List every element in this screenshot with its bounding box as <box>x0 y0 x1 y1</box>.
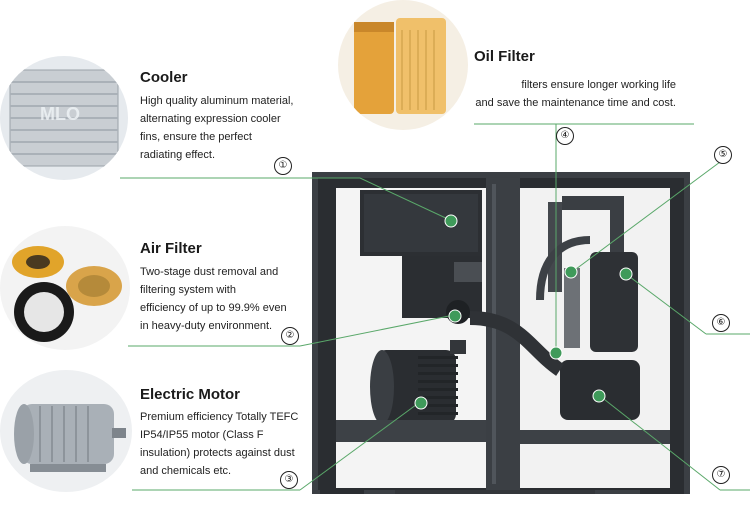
dot-4 <box>549 346 563 360</box>
electric-motor-title: Electric Motor <box>140 386 241 403</box>
dot-2 <box>448 309 462 323</box>
separator-tank <box>590 252 638 352</box>
oil-filter-image <box>338 0 468 130</box>
marker-2: ② <box>281 327 299 345</box>
marker-3: ③ <box>280 471 298 489</box>
motor-image <box>0 370 132 492</box>
cooler-title: Cooler <box>140 69 188 86</box>
cooler-image: MLO <box>0 56 128 180</box>
marker-6: ⑥ <box>712 314 730 332</box>
oil-filter-description: filters ensure longer working life and s… <box>475 79 676 109</box>
dot-3 <box>414 396 428 410</box>
marker-7: ⑦ <box>712 466 730 484</box>
dot-7 <box>592 389 606 403</box>
air-filter-title: Air Filter <box>140 240 202 257</box>
air-filter-description: Two-stage dust removal and filtering sys… <box>140 266 287 332</box>
air-filter-image <box>0 226 130 350</box>
cooler-description: High quality aluminum material, alternat… <box>140 95 294 161</box>
marker-4: ④ <box>556 127 574 145</box>
dot-1 <box>444 214 458 228</box>
oil-filter-title: Oil Filter <box>474 48 535 65</box>
dot-6 <box>619 267 633 281</box>
leader-lines <box>120 123 750 491</box>
electric-motor-description: Premium efficiency Totally TEFC IP54/IP5… <box>140 411 299 477</box>
marker-1: ① <box>274 157 292 175</box>
cooler-logo: MLO <box>40 104 80 124</box>
dot-5 <box>564 265 578 279</box>
marker-5: ⑤ <box>714 146 732 164</box>
